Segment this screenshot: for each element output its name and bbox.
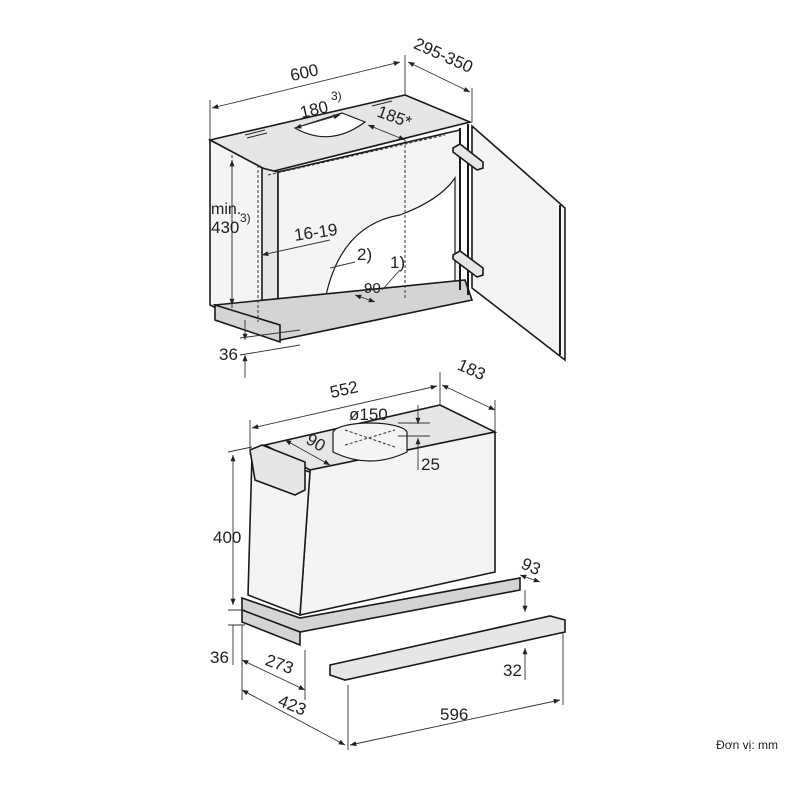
cabinet-depth-label: 295-350 bbox=[411, 34, 476, 77]
min-height-label: 430 bbox=[211, 218, 239, 237]
unit-note: Đơn vị: mm bbox=[716, 738, 778, 752]
shelf-offset-label: 90 bbox=[364, 280, 381, 297]
visor-width-label: 596 bbox=[440, 705, 468, 724]
bottom-offset-label: 36 bbox=[219, 345, 238, 364]
duct-collar-side bbox=[332, 433, 408, 462]
cabinet-door bbox=[471, 124, 566, 362]
hood-width-label: 552 bbox=[328, 377, 360, 402]
min-height-prefix: min. bbox=[211, 201, 241, 218]
cabinet-width-label: 600 bbox=[288, 60, 320, 85]
hinge-top-icon bbox=[452, 143, 484, 171]
cutout-width-note: 3) bbox=[331, 89, 342, 103]
min-height-note: 3) bbox=[240, 211, 251, 225]
callout-1: 1) bbox=[390, 253, 405, 272]
cabinet-inner-curve bbox=[324, 176, 456, 301]
inner-depth-label: 273 bbox=[263, 650, 296, 678]
hinge-bottom-icon bbox=[452, 250, 484, 278]
front-height-label: 36 bbox=[210, 648, 229, 667]
hood-drawing: 552 183 ø150 90 25 400 36 273 423 93 32 … bbox=[210, 355, 566, 750]
cabinet-plinth bbox=[214, 303, 281, 344]
hood-front-trim bbox=[241, 608, 301, 647]
cabinet-drawing: 600 295-350 180 3) 185* min. 430 3) 16-1… bbox=[207, 34, 566, 378]
duct-diameter-label: ø150 bbox=[349, 405, 388, 424]
callout-2: 2) bbox=[357, 245, 372, 264]
visor-height-label: 32 bbox=[503, 661, 522, 680]
hood-depth-label: 183 bbox=[455, 355, 489, 384]
hood-height-label: 400 bbox=[213, 528, 241, 547]
total-depth-label: 423 bbox=[276, 691, 309, 719]
duct-height-label: 25 bbox=[421, 455, 440, 474]
hood-visor bbox=[329, 615, 566, 681]
